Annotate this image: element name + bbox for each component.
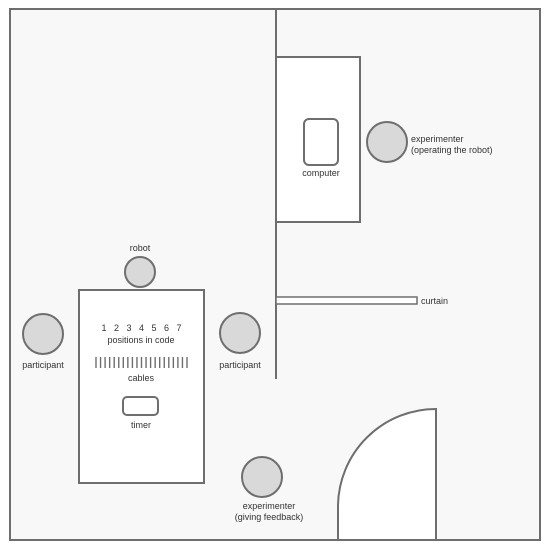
- cables: [95, 357, 188, 368]
- position-number: 5: [151, 323, 156, 333]
- positions-label: positions in code: [107, 335, 174, 345]
- position-number: 2: [114, 323, 119, 333]
- position-number: 4: [139, 323, 144, 333]
- experimenter-robot-label-line2: (operating the robot): [411, 145, 493, 155]
- experimenter-robot-operator: [366, 121, 408, 163]
- participant-left: [22, 313, 64, 355]
- curtain-label: curtain: [421, 296, 448, 306]
- table: [78, 289, 205, 484]
- position-number: 6: [164, 323, 169, 333]
- computer-label: computer: [302, 168, 340, 178]
- participant-right-label: participant: [219, 360, 261, 370]
- timer: [122, 396, 159, 416]
- participant-left-label: participant: [22, 360, 64, 370]
- experimenter-feedback-label-line2: (giving feedback): [235, 512, 304, 522]
- timer-label: timer: [131, 420, 151, 430]
- position-number: 1: [101, 323, 106, 333]
- position-number: 7: [176, 323, 181, 333]
- positions-row: 1 2 3 4 5 6 7: [101, 323, 181, 333]
- cables-label: cables: [128, 373, 155, 383]
- computer: [303, 118, 339, 166]
- robot: [124, 256, 156, 288]
- experimenter-feedback: [241, 456, 283, 498]
- participant-right: [219, 312, 261, 354]
- robot-label: robot: [130, 243, 151, 253]
- position-number: 3: [126, 323, 131, 333]
- door-swing: [337, 407, 437, 539]
- curtain: [275, 296, 418, 305]
- experimenter-feedback-label-line1: experimenter: [243, 501, 296, 511]
- experimenter-robot-label-line1: experimenter: [411, 134, 464, 144]
